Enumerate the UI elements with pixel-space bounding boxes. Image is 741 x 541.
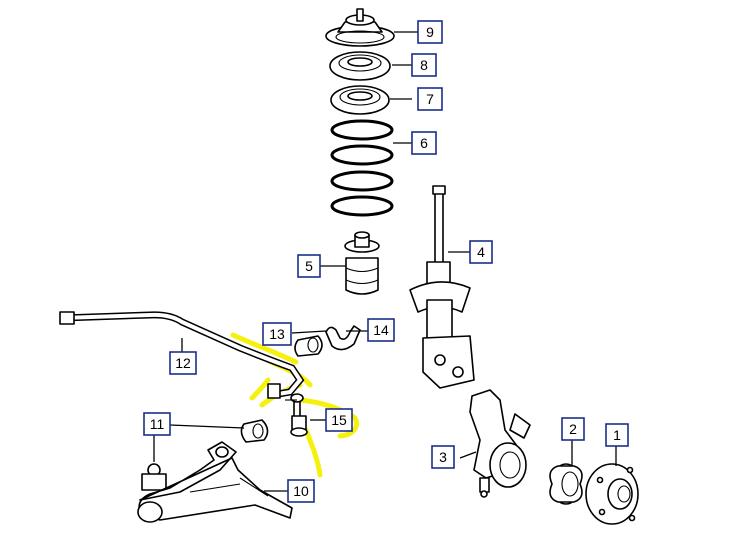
svg-text:14: 14	[373, 322, 389, 338]
label-11: 11	[143, 412, 171, 436]
label-7: 7	[417, 87, 443, 111]
part-4-strut	[409, 185, 475, 389]
label-1: 1	[605, 423, 629, 447]
svg-text:6: 6	[420, 135, 428, 151]
svg-text:5: 5	[305, 258, 313, 274]
label-8: 8	[411, 53, 437, 77]
svg-text:15: 15	[331, 412, 347, 428]
svg-text:9: 9	[426, 24, 434, 40]
svg-text:10: 10	[293, 483, 309, 499]
part-12-stabilizer-bar	[59, 311, 305, 399]
svg-text:11: 11	[150, 416, 165, 432]
label-13: 13	[262, 322, 292, 346]
label-3: 3	[431, 445, 455, 469]
svg-text:8: 8	[420, 57, 428, 73]
part-15-stabilizer-link	[285, 393, 308, 437]
label-6: 6	[411, 131, 437, 155]
label-5: 5	[297, 254, 321, 278]
svg-text:13: 13	[269, 326, 285, 342]
label-12: 12	[169, 351, 197, 375]
label-10: 10	[287, 479, 315, 503]
label-2: 2	[561, 417, 585, 441]
part-5-bump-stop	[344, 231, 380, 295]
part-7-spring-seat	[330, 85, 390, 115]
svg-text:12: 12	[175, 355, 191, 371]
part-2-wheel-bearing	[549, 463, 583, 505]
part-6-coil-spring	[330, 119, 394, 217]
svg-text:4: 4	[477, 244, 485, 260]
part-14-bracket	[325, 325, 361, 351]
part-8-bearing	[329, 51, 391, 81]
label-15: 15	[325, 408, 353, 432]
label-9: 9	[417, 20, 443, 44]
part-9-upper-mount	[325, 8, 395, 47]
svg-text:7: 7	[426, 91, 434, 107]
label-14: 14	[367, 318, 395, 342]
svg-text:3: 3	[439, 449, 447, 465]
part-1-hub	[585, 463, 639, 525]
label-4: 4	[469, 240, 493, 264]
part-3-knuckle	[469, 389, 531, 498]
svg-text:1: 1	[613, 427, 621, 443]
part-13-bushing	[294, 335, 323, 357]
svg-text:2: 2	[569, 421, 577, 437]
part-10-lower-control-arm	[137, 441, 293, 523]
